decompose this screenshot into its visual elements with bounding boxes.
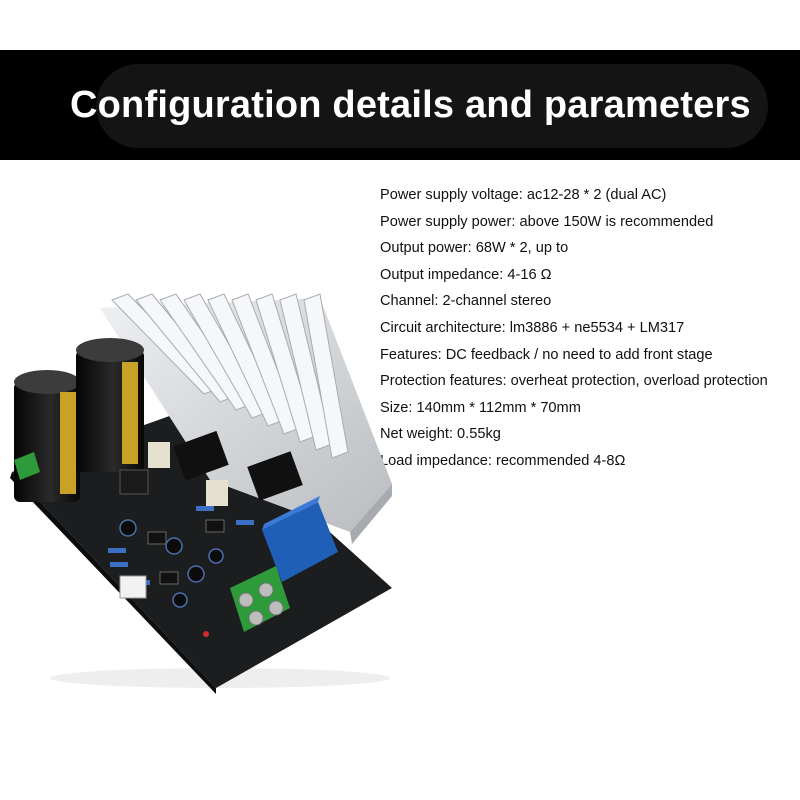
- header-banner: Configuration details and parameters: [0, 50, 800, 160]
- input-connector: [119, 575, 147, 599]
- protection-relay: [262, 496, 338, 582]
- spec-features: Features: DC feedback / no need to add f…: [380, 346, 713, 363]
- spec-size: Size: 140mm * 112mm * 70mm: [380, 399, 581, 416]
- spec-channel: Channel: 2-channel stereo: [380, 293, 552, 310]
- spec-output-power: Output power: 68W * 2, up to: [380, 240, 569, 257]
- banner-highlight: [96, 64, 768, 148]
- heatsink: [100, 293, 392, 544]
- spec-power-supply-power: Power supply power: above 150W is recomm…: [380, 213, 714, 230]
- page-title: Configuration details and parameters: [70, 84, 751, 126]
- capacitor-beige-2: [206, 480, 228, 506]
- spec-output-impedance: Output impedance: 4-16 Ω: [380, 266, 552, 283]
- spec-list: Power supply voltage: ac12-28 * 2 (dual …: [380, 182, 800, 475]
- pcb-board: [12, 408, 392, 688]
- filter-capacitor-right: [76, 338, 144, 472]
- power-terminal: [14, 452, 40, 480]
- status-led: [203, 631, 209, 637]
- rectifier: [119, 469, 149, 495]
- spec-power-supply-voltage: Power supply voltage: ac12-28 * 2 (dual …: [380, 187, 667, 203]
- spec-net-weight: Net weight: 0.55kg: [380, 426, 501, 443]
- op-amp-chips: [147, 519, 225, 585]
- filter-capacitor-left: [14, 370, 80, 502]
- power-ic-chips: [173, 430, 303, 501]
- spec-protection-features: Protection features: overheat protection…: [380, 373, 768, 390]
- spec-circuit-architecture: Circuit architecture: lm3886 + ne5534 + …: [380, 319, 685, 336]
- small-capacitors: [119, 519, 224, 608]
- amplifier-board-image: [10, 293, 392, 694]
- pcb-edge: [10, 472, 216, 694]
- speaker-terminals: [230, 566, 290, 632]
- spec-load-impedance: Load impedance: recommended 4-8Ω: [380, 452, 626, 469]
- capacitor-beige-1: [148, 442, 170, 468]
